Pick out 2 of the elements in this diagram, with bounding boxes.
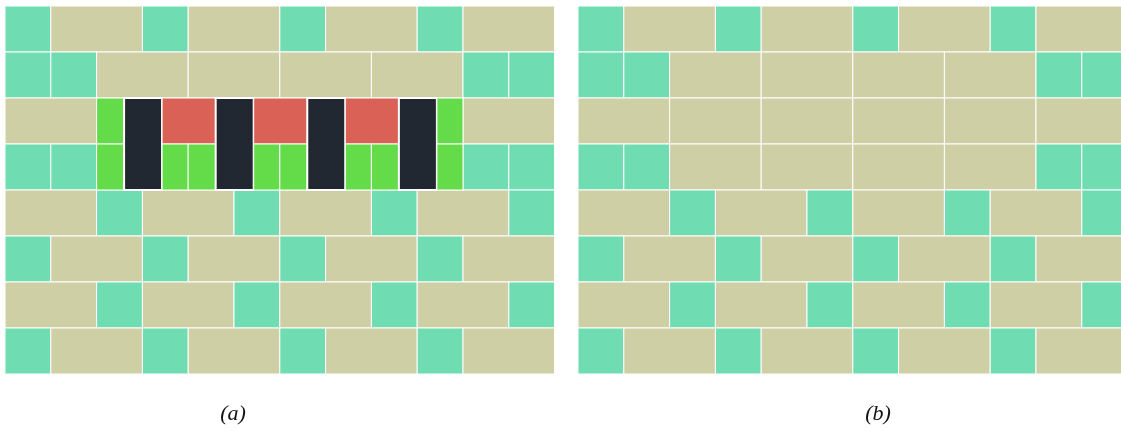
panel-caption: (a) (220, 400, 246, 426)
panel-caption: (b) (865, 400, 891, 426)
